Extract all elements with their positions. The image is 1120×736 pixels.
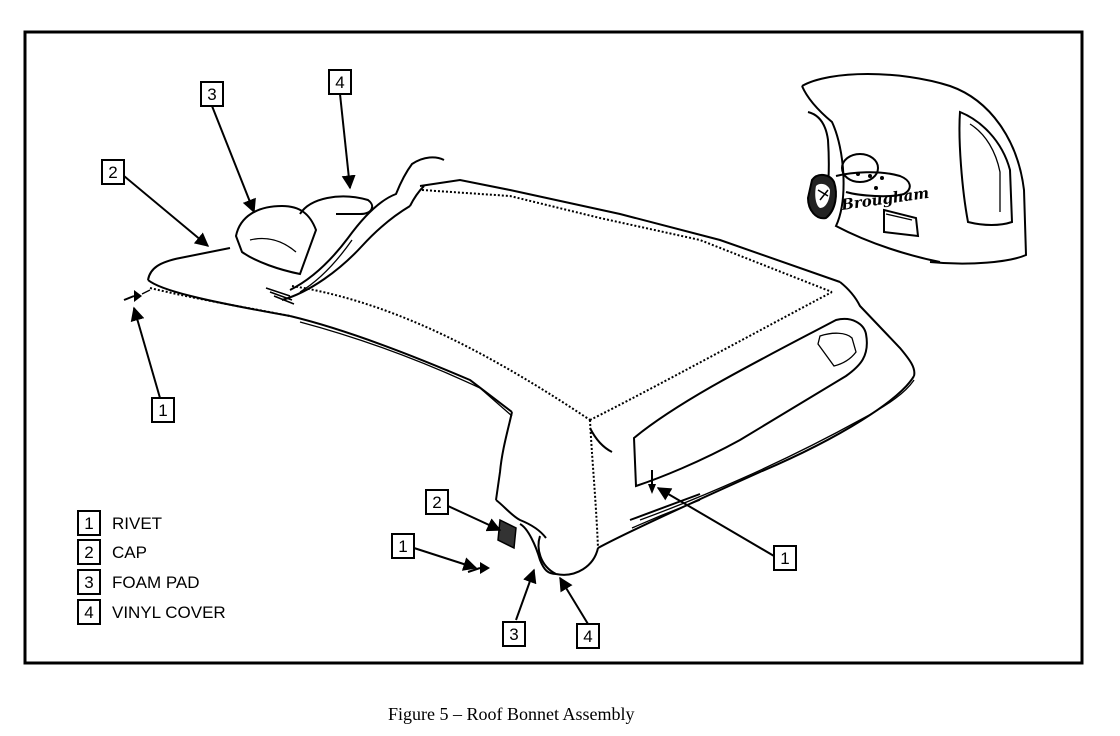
legend-item-vinyl-cover: 4 VINYL COVER <box>77 599 226 625</box>
leader-bottom-2 <box>447 505 502 532</box>
svg-text:2: 2 <box>84 543 93 562</box>
callout-bottom-rivet: 1 <box>391 533 415 559</box>
svg-text:2: 2 <box>108 163 117 182</box>
rivet-right <box>648 470 656 494</box>
legend-item-cap: 2 CAP <box>77 539 147 565</box>
figure-frame <box>23 30 1084 665</box>
legend-item-foam-pad: 3 FOAM PAD <box>77 569 200 595</box>
svg-text:VINYL COVER: VINYL COVER <box>112 603 226 622</box>
svg-text:3: 3 <box>207 85 216 104</box>
callout-left-cap: 2 <box>101 159 125 185</box>
callout-right-rivet: 1 <box>773 545 797 571</box>
callout-top-vinyl-cover: 4 <box>328 69 352 95</box>
legend: 1 RIVET 2 CAP 3 FOAM PAD 4 VINYL COVER <box>77 510 226 625</box>
svg-text:2: 2 <box>432 493 441 512</box>
leader-bottom-1 <box>413 547 478 571</box>
leader-right-1 <box>656 487 775 557</box>
svg-text:1: 1 <box>158 401 167 420</box>
leader-left-2 <box>123 175 210 247</box>
leader-top-3 <box>211 105 256 214</box>
svg-text:1: 1 <box>84 514 93 533</box>
svg-text:1: 1 <box>780 549 789 568</box>
callout-top-foam-pad: 3 <box>200 81 224 107</box>
legend-item-rivet: 1 RIVET <box>77 510 162 536</box>
callout-bottom-vinyl-cover: 4 <box>576 623 600 649</box>
leader-bottom-4 <box>559 576 589 625</box>
svg-text:1: 1 <box>398 537 407 556</box>
cap-bottom <box>495 499 557 575</box>
leader-left-1 <box>130 306 161 399</box>
svg-text:CAP: CAP <box>112 543 147 562</box>
rivet-left <box>123 289 151 302</box>
callout-left-rivet: 1 <box>151 397 175 423</box>
svg-text:4: 4 <box>84 603 93 622</box>
inset-car-detail: Brougham <box>801 73 1028 265</box>
callout-bottom-cap: 2 <box>425 489 449 515</box>
roof-bonnet <box>147 178 916 576</box>
peeled-vinyl-cover <box>234 156 445 305</box>
rivet-bottom <box>467 562 490 574</box>
svg-text:3: 3 <box>509 625 518 644</box>
svg-text:4: 4 <box>335 73 344 92</box>
svg-text:FOAM PAD: FOAM PAD <box>112 573 200 592</box>
figure-caption: Figure 5 – Roof Bonnet Assembly <box>388 704 635 724</box>
callout-bottom-foam-pad: 3 <box>502 621 526 647</box>
svg-text:RIVET: RIVET <box>112 514 162 533</box>
leader-top-4 <box>339 93 356 190</box>
svg-text:4: 4 <box>583 627 592 646</box>
svg-text:3: 3 <box>84 573 93 592</box>
leader-bottom-3 <box>515 568 537 621</box>
